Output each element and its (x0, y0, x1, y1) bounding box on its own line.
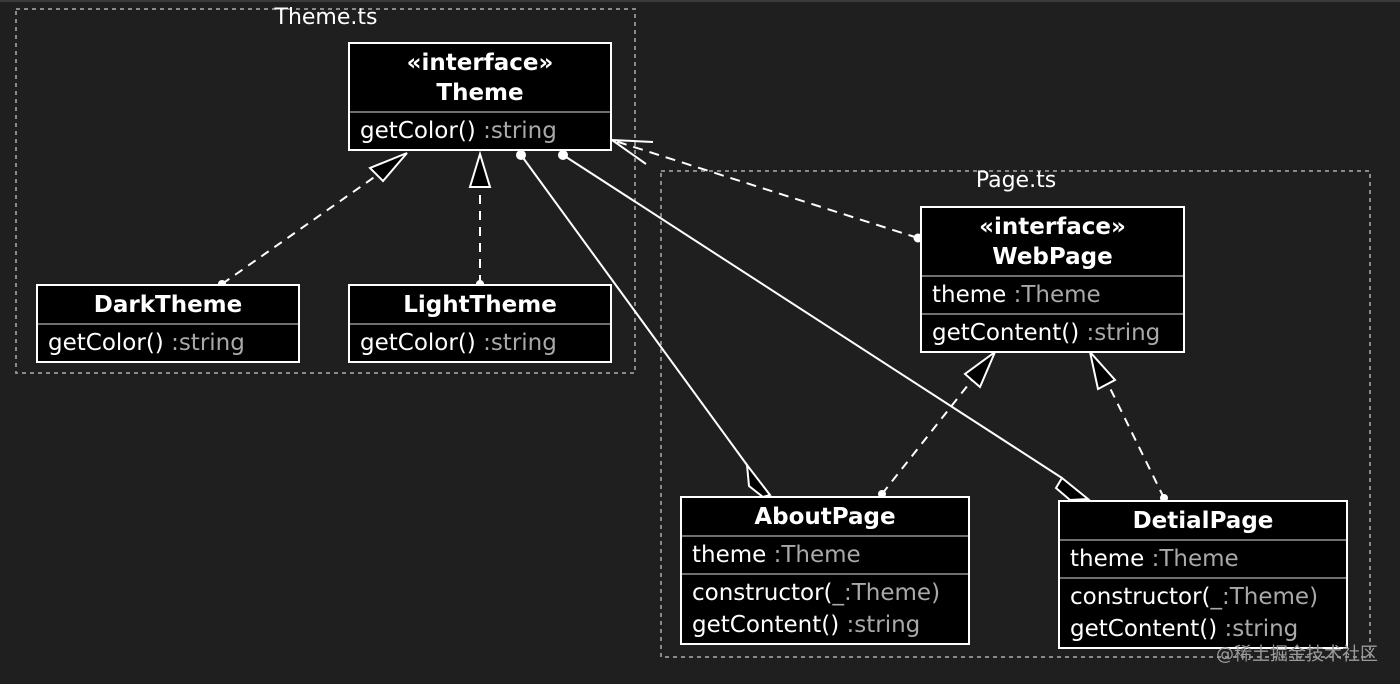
methods-compartment: getColor() :string (350, 113, 610, 149)
class-header: DetialPage (1060, 502, 1346, 541)
member-name: theme (932, 282, 1007, 308)
class-name: DetialPage (1132, 508, 1274, 534)
methods-compartment: constructor(_:Theme) getContent() :strin… (1060, 579, 1346, 647)
method-row: getColor() :string (360, 327, 600, 359)
class-name: Theme (436, 80, 524, 106)
attributes-compartment: theme :Theme (1060, 541, 1346, 579)
method-row: getColor() :string (360, 115, 600, 147)
attributes-compartment: theme :Theme (922, 277, 1183, 315)
stereotype-label: «interface» (406, 50, 554, 76)
methods-compartment: constructor(_:Theme) getContent() :strin… (682, 575, 968, 643)
class-theme: «interface» Theme getColor() :string (348, 42, 612, 151)
class-name: DarkTheme (93, 292, 243, 318)
aggregation-detialpage-theme (558, 150, 1091, 502)
methods-compartment: getColor() :string (38, 325, 298, 361)
member-name: theme (692, 542, 767, 568)
method-row: getContent() :string (932, 317, 1173, 349)
package-theme-label: Theme.ts (274, 5, 378, 30)
member-type: :Theme (1144, 546, 1239, 572)
member-name: getContent() (932, 320, 1080, 346)
class-header: LightTheme (350, 286, 610, 325)
member-type: :string (163, 330, 245, 356)
member-name: getContent() (1070, 616, 1218, 642)
class-header: «interface» Theme (350, 44, 610, 113)
class-header: DarkTheme (38, 286, 298, 325)
realization-detialpage-webpage (1088, 348, 1168, 502)
stereotype-label: «interface» (979, 214, 1126, 240)
realization-lighttheme-theme (468, 150, 492, 288)
class-detialpage: DetialPage theme :Theme constructor(_:Th… (1058, 500, 1348, 649)
attribute-row: theme :Theme (932, 279, 1173, 311)
member-type: :Theme (1006, 282, 1101, 308)
method-row: getColor() :string (48, 327, 288, 359)
member-name: constructor( (1070, 584, 1211, 610)
member-type: :string (475, 118, 557, 144)
class-aboutpage: AboutPage theme :Theme constructor(_:The… (680, 496, 970, 645)
member-name: getColor() (360, 330, 476, 356)
class-header: «interface» WebPage (922, 208, 1183, 277)
member-type: :string (1079, 320, 1161, 346)
member-name: constructor( (692, 580, 833, 606)
realization-aboutpage-webpage (878, 349, 998, 498)
member-name: theme (1070, 546, 1145, 572)
class-lighttheme: LightTheme getColor() :string (348, 284, 612, 363)
package-page-frame (660, 170, 1371, 658)
member-type: :Theme (766, 542, 861, 568)
member-name: getColor() (48, 330, 164, 356)
methods-compartment: getContent() :string (922, 315, 1183, 351)
member-name: getContent() (692, 612, 840, 638)
class-name: WebPage (992, 244, 1113, 270)
methods-compartment: getColor() :string (350, 325, 610, 361)
class-name: LightTheme (403, 292, 557, 318)
class-webpage: «interface» WebPage theme :Theme getCont… (920, 206, 1185, 353)
member-type: :string (475, 330, 557, 356)
realization-darktheme-theme (218, 152, 408, 288)
method-row: getContent() :string (692, 609, 958, 641)
class-darktheme: DarkTheme getColor() :string (36, 284, 300, 363)
class-name: AboutPage (754, 504, 896, 530)
member-type: _:Theme) (1210, 584, 1319, 610)
member-name: getColor() (360, 118, 476, 144)
dependency-webpage-theme (608, 138, 923, 243)
method-row: constructor(_:Theme) (692, 577, 958, 609)
attribute-row: theme :Theme (692, 539, 958, 571)
package-page-label: Page.ts (975, 168, 1057, 193)
member-type: :string (839, 612, 921, 638)
attributes-compartment: theme :Theme (682, 537, 968, 575)
class-header: AboutPage (682, 498, 968, 537)
member-type: :string (1217, 616, 1299, 642)
package-theme-frame (15, 8, 636, 374)
method-row: getContent() :string (1070, 613, 1336, 645)
top-divider (0, 0, 1400, 2)
attribute-row: theme :Theme (1070, 543, 1336, 575)
watermark: @稀土掘金技术社区 (1216, 644, 1378, 665)
member-type: _:Theme) (832, 580, 941, 606)
method-row: constructor(_:Theme) (1070, 581, 1336, 613)
